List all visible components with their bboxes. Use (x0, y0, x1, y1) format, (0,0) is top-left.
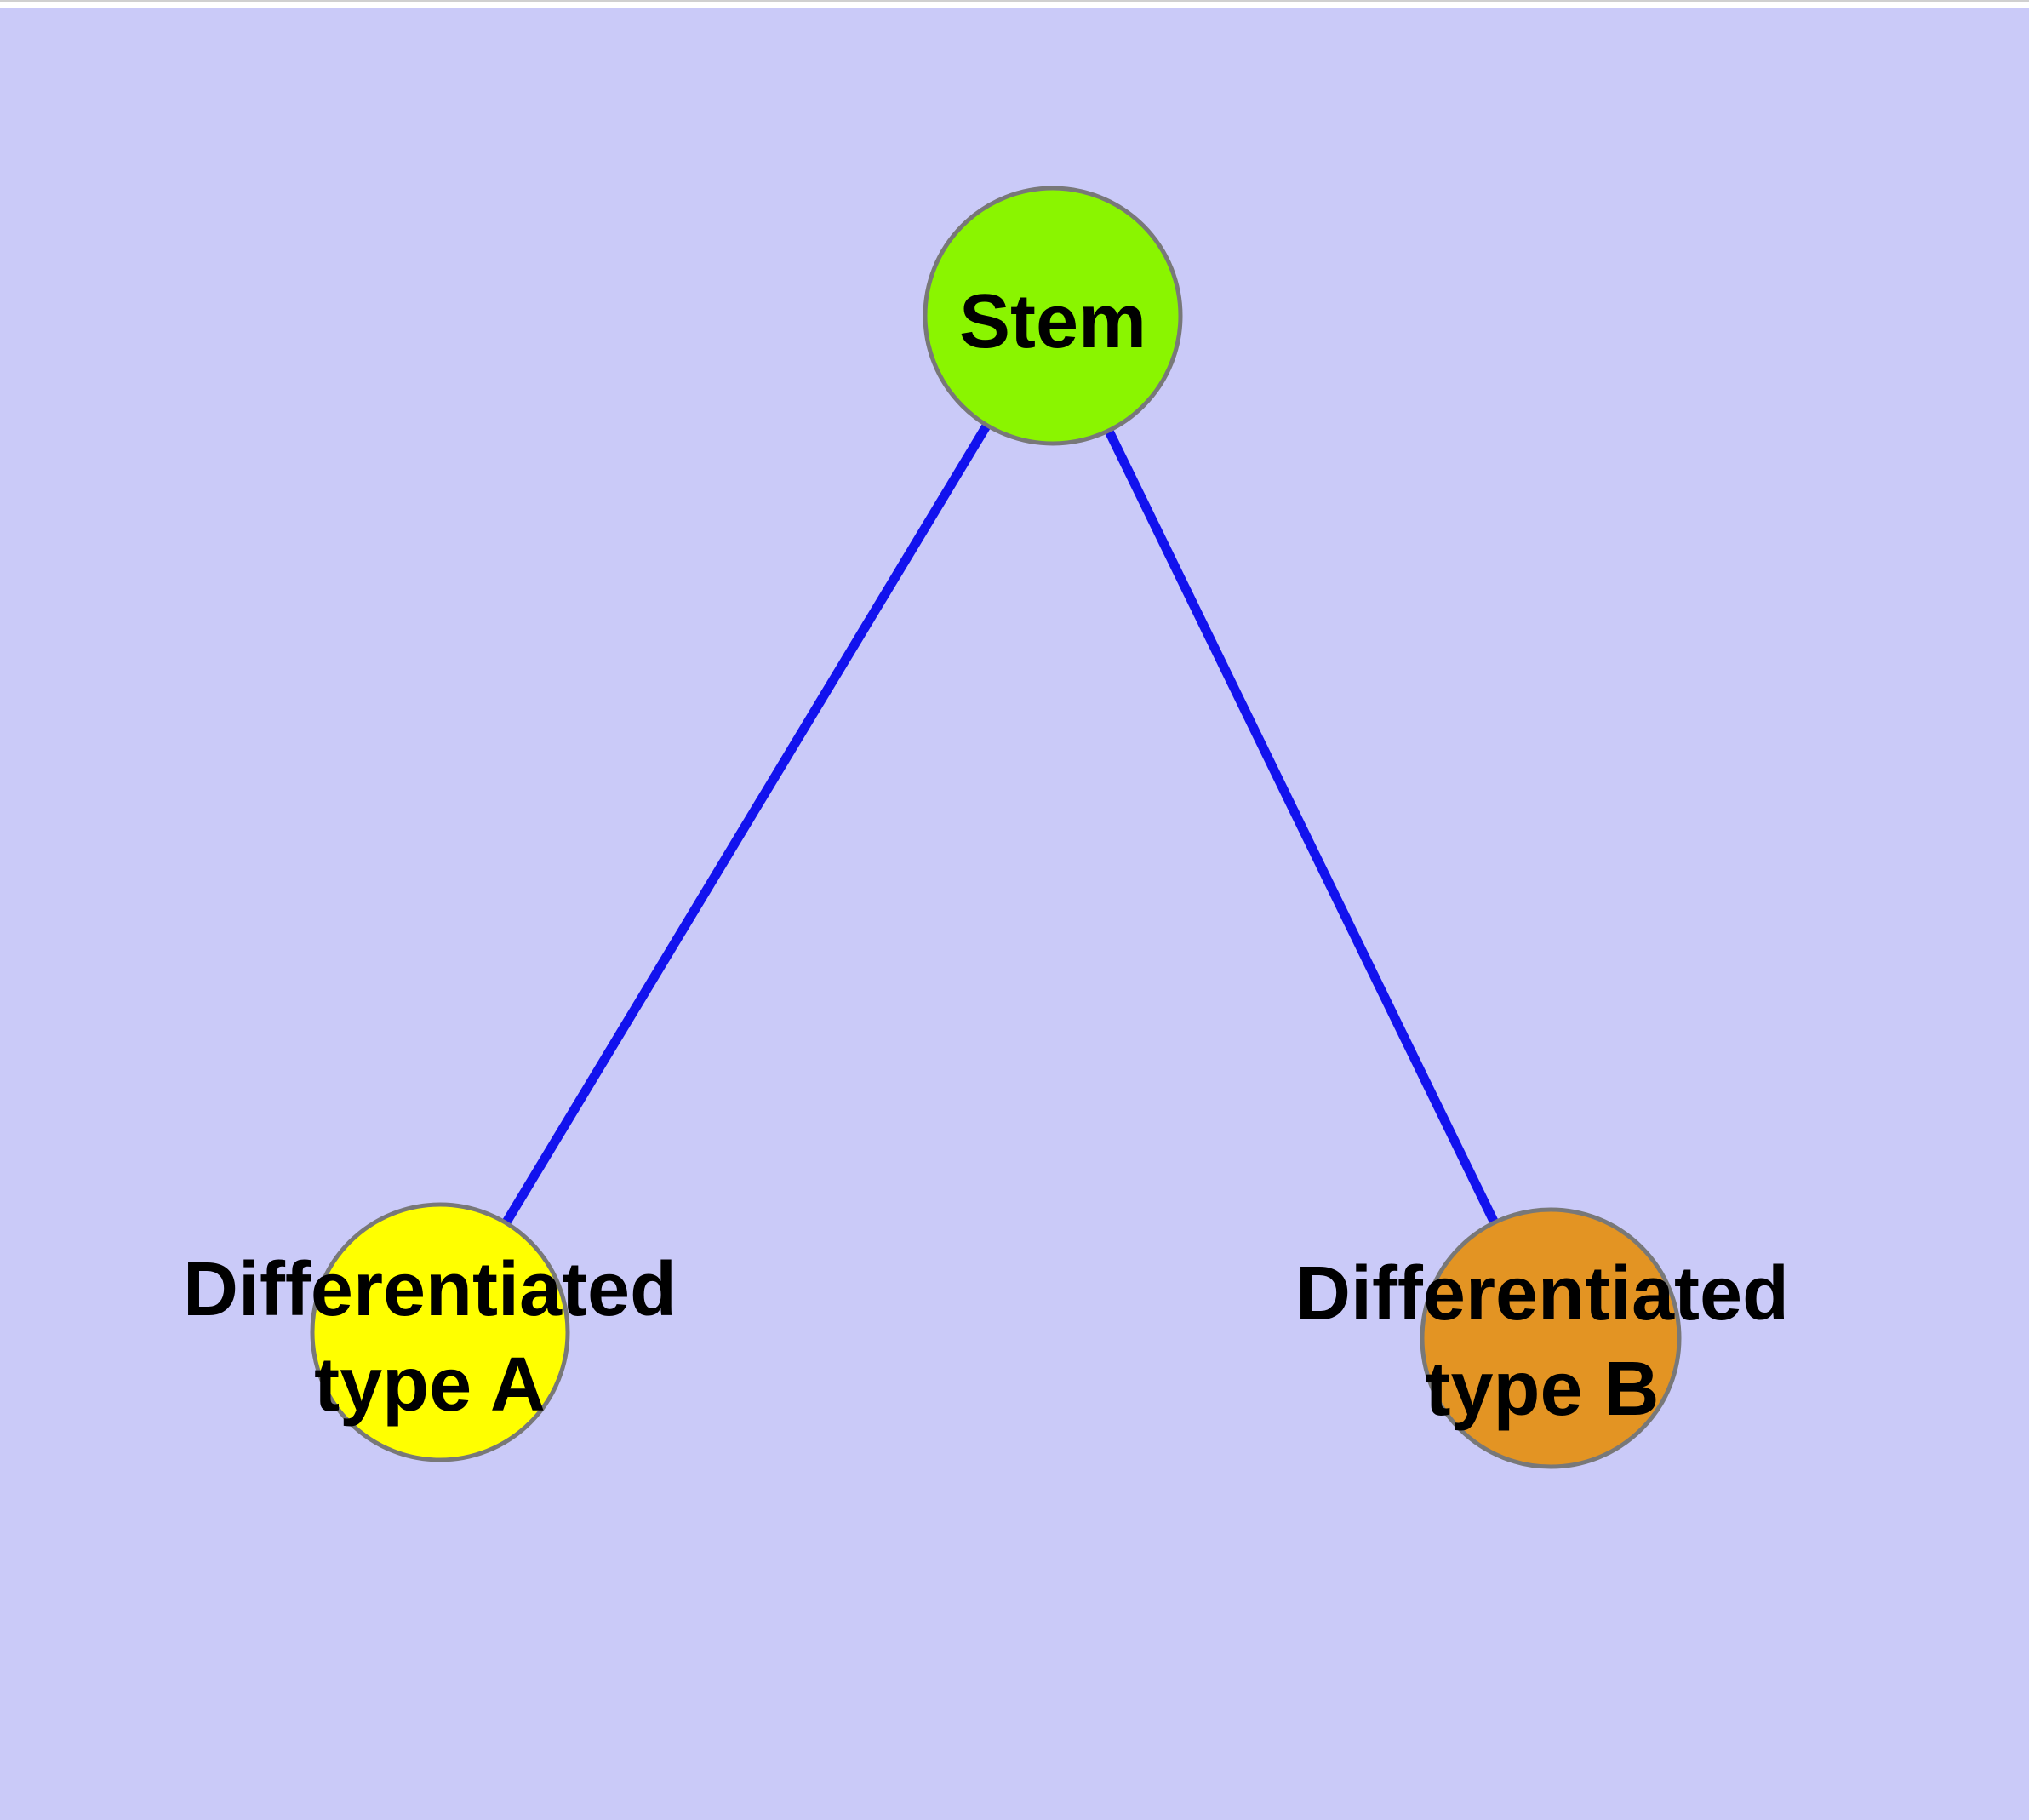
node-type-b-label-line2: type B (1425, 1347, 1659, 1432)
node-type-a-label-line2: type A (314, 1342, 546, 1428)
node-type-b-label-line1: Differentiated (1295, 1251, 1789, 1336)
node-differentiated-type-a (310, 1202, 570, 1462)
top-hairline (0, 0, 2029, 2)
node-stem-label: Stem (959, 279, 1146, 364)
node-type-a-label-line1: Differentiated (183, 1247, 677, 1332)
edge-stem-to-type-a (436, 313, 1057, 1335)
node-differentiated-type-b (1420, 1207, 1682, 1469)
node-stem (923, 186, 1183, 446)
edge-stem-to-type-b (1049, 313, 1555, 1341)
top-white-strip (0, 2, 2029, 8)
